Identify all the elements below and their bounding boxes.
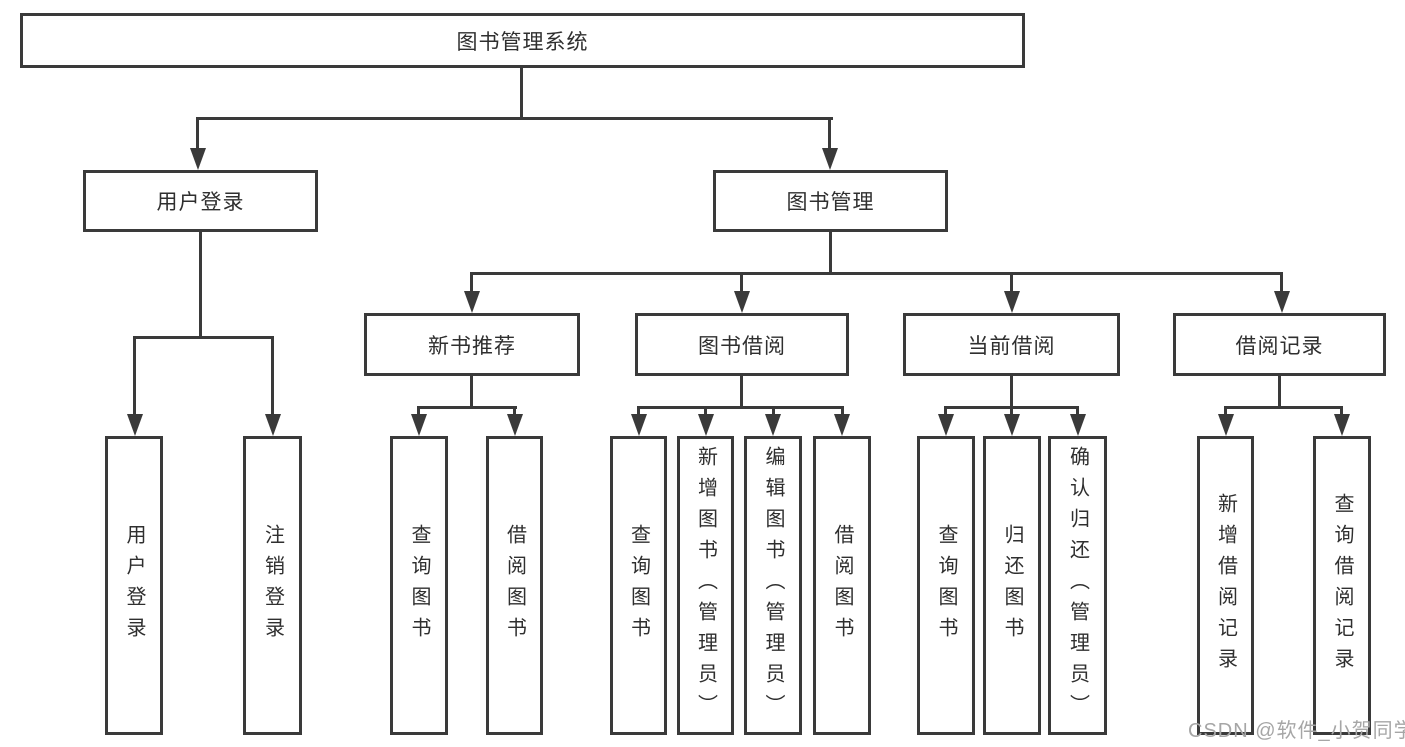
- connector-line: [1340, 406, 1343, 418]
- arrow-down-icon: [631, 414, 647, 436]
- node-label: 新增图书（管理员）: [694, 446, 717, 725]
- arrow-down-icon: [265, 414, 281, 436]
- connector-line: [196, 117, 199, 151]
- connector-line: [196, 117, 833, 120]
- connector-line: [1224, 406, 1343, 409]
- node-label: 用户登录: [123, 523, 145, 648]
- arrow-down-icon: [938, 414, 954, 436]
- leaf-borrow-book-recommend: 借阅图书: [486, 436, 543, 735]
- node-label: 借阅图书: [503, 523, 526, 648]
- node-label: 确认归还（管理员）: [1066, 446, 1089, 725]
- connector-line: [271, 336, 274, 416]
- connector-line: [1278, 376, 1281, 409]
- connector-line: [470, 272, 473, 293]
- arrow-down-icon: [1334, 414, 1350, 436]
- connector-line: [133, 336, 136, 416]
- connector-line: [1280, 272, 1283, 293]
- connector-line: [199, 232, 202, 339]
- node-label: 借阅图书: [831, 523, 853, 648]
- connector-line: [944, 406, 947, 418]
- arrow-down-icon: [464, 291, 480, 313]
- connector-line: [417, 406, 420, 418]
- connector-line: [1224, 406, 1227, 418]
- connector-line: [740, 272, 743, 293]
- leaf-edit-book-admin: 编辑图书（管理员）: [744, 436, 802, 735]
- arrow-down-icon: [190, 148, 206, 170]
- node-user-login: 用户登录: [83, 170, 318, 232]
- connector-line: [1010, 272, 1013, 293]
- node-borrow-record: 借阅记录: [1173, 313, 1386, 376]
- arrow-down-icon: [698, 414, 714, 436]
- node-label: 借阅记录: [1235, 334, 1324, 358]
- connector-line: [740, 376, 743, 409]
- connector-line: [637, 406, 844, 409]
- arrow-down-icon: [1274, 291, 1290, 313]
- leaf-user-login: 用户登录: [105, 436, 163, 735]
- node-label: 新增借阅记录: [1214, 492, 1237, 679]
- node-label: 查询借阅记录: [1331, 492, 1353, 679]
- arrow-down-icon: [411, 414, 427, 436]
- connector-line: [520, 67, 523, 118]
- leaf-query-book-borrow: 查询图书: [610, 436, 667, 735]
- node-label: 归还图书: [1001, 523, 1023, 648]
- node-label: 注销登录: [261, 523, 284, 648]
- leaf-query-book-recommend: 查询图书: [390, 436, 448, 735]
- connector-line: [828, 117, 831, 151]
- connector-line: [1010, 376, 1013, 409]
- leaf-logout-login: 注销登录: [243, 436, 302, 735]
- leaf-return-book: 归还图书: [983, 436, 1041, 735]
- node-label: 图书管理系统: [456, 30, 589, 54]
- arrow-down-icon: [1070, 414, 1086, 436]
- arrow-down-icon: [127, 414, 143, 436]
- node-label: 图书借阅: [698, 334, 786, 358]
- connector-line: [513, 406, 516, 418]
- leaf-add-book-admin: 新增图书（管理员）: [677, 436, 734, 735]
- leaf-query-book-current: 查询图书: [917, 436, 975, 735]
- node-label: 用户登录: [156, 191, 245, 214]
- leaf-borrow-book: 借阅图书: [813, 436, 871, 735]
- connector-line: [133, 336, 274, 339]
- node-label: 查询图书: [935, 523, 957, 648]
- connector-line: [470, 272, 1283, 275]
- connector-line: [772, 406, 775, 418]
- connector-line: [470, 376, 473, 409]
- arrow-down-icon: [1004, 414, 1020, 436]
- leaf-add-borrow-record: 新增借阅记录: [1197, 436, 1254, 735]
- node-label: 图书管理: [786, 191, 875, 214]
- arrow-down-icon: [1004, 291, 1020, 313]
- arrow-down-icon: [765, 414, 781, 436]
- leaf-confirm-return-admin: 确认归还（管理员）: [1048, 436, 1107, 735]
- node-label: 新书推荐: [428, 334, 516, 358]
- connector-line: [704, 406, 707, 418]
- node-label: 查询图书: [627, 523, 650, 648]
- node-book-management: 图书管理: [713, 170, 948, 232]
- node-book-borrow: 图书借阅: [635, 313, 849, 376]
- connector-line: [829, 232, 832, 275]
- arrow-down-icon: [1218, 414, 1234, 436]
- node-library-management-system: 图书管理系统: [20, 13, 1025, 68]
- arrow-down-icon: [822, 148, 838, 170]
- node-label: 编辑图书（管理员）: [762, 446, 784, 725]
- arrow-down-icon: [507, 414, 523, 436]
- node-current-borrow: 当前借阅: [903, 313, 1120, 376]
- leaf-query-borrow-record: 查询借阅记录: [1313, 436, 1371, 735]
- node-label: 当前借阅: [967, 334, 1056, 358]
- node-new-book-recommend: 新书推荐: [364, 313, 580, 376]
- connector-line: [1076, 406, 1079, 418]
- csdn-watermark: CSDN @软件_小贺同学: [1188, 720, 1405, 742]
- connector-line: [841, 406, 844, 418]
- connector-line: [417, 406, 517, 409]
- arrow-down-icon: [734, 291, 750, 313]
- arrow-down-icon: [834, 414, 850, 436]
- node-label: 查询图书: [408, 523, 430, 648]
- connector-line: [1010, 406, 1013, 418]
- connector-line: [637, 406, 640, 418]
